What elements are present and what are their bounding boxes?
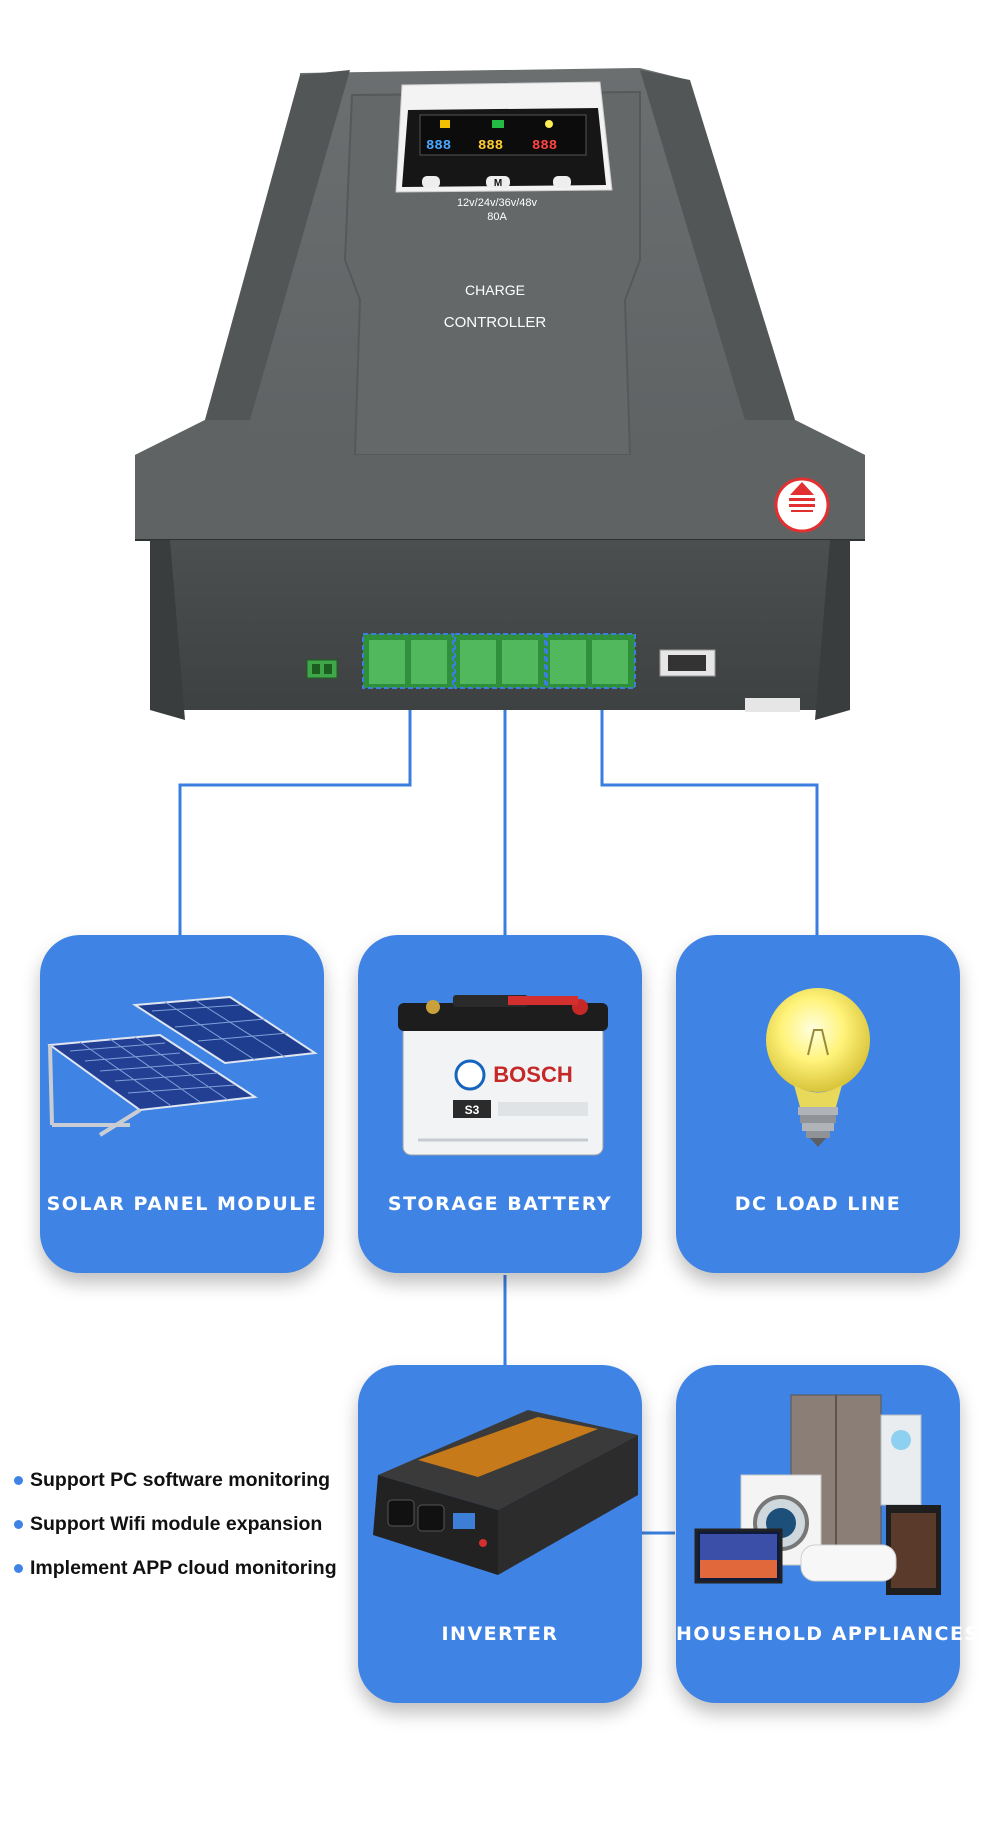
component-card-solar: SOLAR PANEL MODULE <box>40 935 324 1273</box>
bullet-dot-icon <box>14 1476 23 1485</box>
battery-model: S3 <box>465 1103 480 1117</box>
warning-sticker-icon <box>774 477 830 533</box>
right-button-icon <box>553 176 571 188</box>
card-label-solar: SOLAR PANEL MODULE <box>46 1193 318 1215</box>
left-button-icon <box>422 176 440 188</box>
feature-item: Support Wifi module expansion <box>14 1512 337 1556</box>
feature-text: Support PC software monitoring <box>30 1469 331 1491</box>
component-card-inverter: INVERTER <box>358 1365 642 1703</box>
solar-panel-icon <box>47 995 318 1137</box>
feature-text: Support Wifi module expansion <box>30 1513 323 1535</box>
battery-brand: BOSCH <box>493 1062 572 1087</box>
battery-icon: BOSCH S3 <box>398 995 608 1156</box>
component-card-dc-load: DC LOAD LINE <box>676 935 960 1273</box>
lcd-readout-1: 888 <box>426 138 451 154</box>
bullet-dot-icon <box>14 1520 23 1529</box>
bullet-dot-icon <box>14 1564 23 1573</box>
small-terminal-icon <box>306 659 338 679</box>
menu-button-icon <box>486 176 510 188</box>
lcd-readout-2: 888 <box>478 138 503 154</box>
charge-controller-device: 888 888 888 M 12v/24v/36v/48v 80A CHARGE… <box>135 68 865 720</box>
voltage-rating: 12v/24v/36v/48v <box>457 197 538 209</box>
component-card-battery: BOSCH S3 STORAGE BATTERY <box>358 935 642 1273</box>
device-title-line2: CONTROLLER <box>444 314 547 331</box>
menu-button-label: M <box>494 178 502 189</box>
rj45-port-icon <box>659 649 716 677</box>
card-label-inverter: INVERTER <box>441 1623 559 1645</box>
appliances-icon <box>694 1394 941 1595</box>
inverter-icon <box>373 1410 638 1575</box>
feature-text: Implement APP cloud monitoring <box>30 1557 337 1579</box>
card-label-battery: STORAGE BATTERY <box>387 1193 613 1215</box>
solar-line <box>178 693 412 935</box>
device-title-line1: CHARGE <box>465 282 525 298</box>
card-label-dc-load: DC LOAD LINE <box>734 1193 902 1215</box>
card-label-appliances: HOUSEHOLD APPLIANCES <box>676 1623 980 1645</box>
terminal-block-icon <box>362 633 636 689</box>
load-line <box>600 693 819 935</box>
current-rating: 80A <box>487 211 507 223</box>
component-card-appliances: HOUSEHOLD APPLIANCES <box>676 1365 980 1703</box>
feature-item: Implement APP cloud monitoring <box>14 1556 337 1600</box>
feature-item: Support PC software monitoring <box>14 1468 337 1512</box>
feature-list: Support PC software monitoring Support W… <box>14 1468 337 1600</box>
light-bulb-icon <box>766 988 870 1147</box>
lcd-readout-3: 888 <box>532 138 557 154</box>
barcode-label-icon <box>745 698 800 712</box>
